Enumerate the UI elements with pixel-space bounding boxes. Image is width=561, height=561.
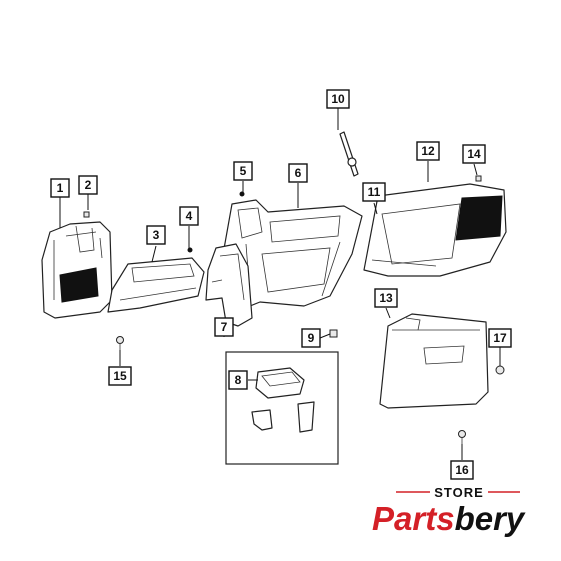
callout-1: 1	[50, 178, 70, 198]
callout-11: 11	[362, 182, 386, 202]
svg-text:16: 16	[455, 463, 469, 477]
part-16-push-pin	[458, 430, 466, 444]
svg-text:8: 8	[235, 373, 242, 387]
svg-text:11: 11	[368, 185, 381, 199]
callout-13: 13	[374, 288, 398, 308]
svg-text:15: 15	[113, 369, 127, 383]
callout-9: 9	[301, 328, 321, 348]
svg-text:14: 14	[467, 147, 481, 161]
svg-text:17: 17	[493, 331, 507, 345]
callout-5: 5	[233, 161, 253, 181]
svg-text:7: 7	[221, 320, 228, 334]
callout-17: 17	[488, 328, 512, 348]
callout-10: 10	[326, 89, 350, 109]
part-15-push-pin	[116, 336, 124, 350]
callout-14: 14	[462, 144, 486, 164]
part-4-clip	[187, 247, 193, 253]
part-5-clip	[239, 191, 245, 197]
part-2-clip	[83, 211, 90, 218]
callout-8: 8	[228, 370, 248, 390]
svg-text:13: 13	[379, 291, 393, 305]
svg-text:10: 10	[331, 92, 345, 106]
svg-text:1: 1	[57, 181, 64, 195]
part-12-glove-box-door	[363, 183, 507, 277]
svg-text:9: 9	[308, 331, 315, 345]
callout-7: 7	[214, 317, 234, 337]
logo-wordmark: Partsbery	[372, 500, 526, 537]
callout-15: 15	[108, 366, 132, 386]
part-14-clip	[475, 175, 482, 182]
part-3-trim-panel	[107, 257, 205, 313]
logo-parts-text: Parts	[372, 500, 455, 537]
part-13-glove-box-bin	[379, 313, 489, 409]
part-1-side-panel	[41, 221, 113, 319]
svg-text:2: 2	[85, 178, 92, 192]
partsbery-logo: STORE Partsbery	[372, 485, 526, 537]
logo-bery-text: bery	[455, 500, 526, 537]
callout-4: 4	[179, 206, 199, 226]
part-9-clip	[329, 329, 338, 338]
part-8-module-kit	[225, 351, 339, 465]
callout-2: 2	[78, 175, 98, 195]
part-10-rod	[339, 131, 359, 177]
part-17-bumper	[495, 365, 505, 375]
callout-12: 12	[416, 141, 440, 161]
svg-text:5: 5	[240, 164, 247, 178]
svg-text:12: 12	[421, 144, 435, 158]
logo-store-text: STORE	[434, 485, 484, 500]
callout-3: 3	[146, 225, 166, 245]
svg-text:4: 4	[186, 209, 193, 223]
svg-text:6: 6	[295, 166, 302, 180]
callout-6: 6	[288, 163, 308, 183]
svg-text:3: 3	[153, 228, 160, 242]
callout-16: 16	[450, 460, 474, 480]
